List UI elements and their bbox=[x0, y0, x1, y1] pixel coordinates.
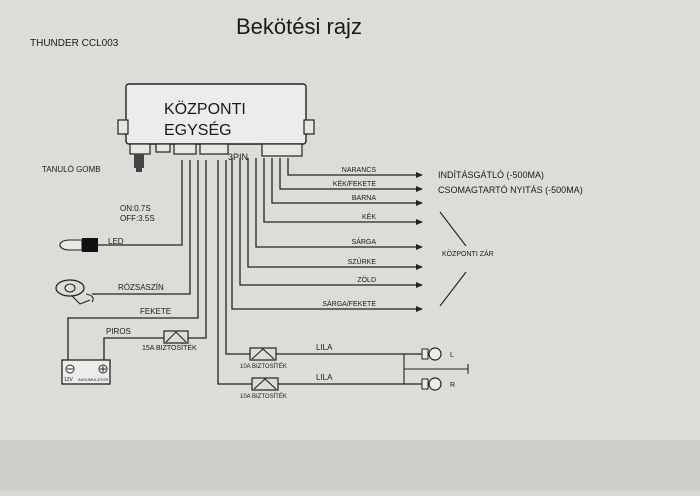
central-unit: KÖZPONTI EGYSÉG 3PIN bbox=[117, 83, 315, 162]
right-wire-0 bbox=[287, 158, 422, 176]
central-lock-bracket: KÖZPONTI ZÁR bbox=[439, 211, 494, 307]
right-wire-2 bbox=[271, 158, 422, 204]
wire-label-kek-fekete: KÉK/FEKETE bbox=[333, 179, 377, 188]
central-lock-label: KÖZPONTI ZÁR bbox=[442, 249, 494, 258]
right-wire-harness: NARANCS KÉK/FEKETE BARNA KÉK SÁRGA SZÜRK… bbox=[231, 158, 423, 312]
wire-label-zold: ZÖLD bbox=[357, 276, 376, 284]
right-wire-5 bbox=[247, 158, 422, 268]
right-wire-1 bbox=[279, 158, 422, 190]
learn-off-time: OFF:3.5S bbox=[120, 214, 155, 223]
wire-label-sarga-fekete: SÁRGA/FEKETE bbox=[322, 299, 376, 308]
paper-lower-shade bbox=[0, 440, 700, 491]
unit-label-line2: EGYSÉG bbox=[164, 120, 232, 139]
right-wire-arrow-4 bbox=[416, 244, 423, 250]
learn-button-label: TANULÓ GOMB bbox=[42, 165, 101, 174]
connector-label: 3PIN bbox=[228, 152, 248, 162]
right-wire-4 bbox=[255, 158, 422, 248]
led-indicator: LED bbox=[59, 160, 183, 252]
battery: 12V AKKUMULÁTOR bbox=[61, 359, 111, 385]
right-wire-arrow-7 bbox=[416, 306, 423, 312]
main-fuse bbox=[163, 330, 189, 344]
power-wire-label: PIROS bbox=[106, 327, 131, 336]
right-wire-arrow-6 bbox=[416, 282, 423, 288]
right-wire-arrow-1 bbox=[416, 186, 423, 192]
power-wiring: FEKETE PIROS 15A BIZTOSÍTÉK bbox=[67, 160, 207, 360]
right-wire-6 bbox=[239, 158, 422, 286]
model-label: THUNDER CCL003 bbox=[30, 38, 119, 49]
right-wire-arrow-2 bbox=[416, 200, 423, 206]
siren-wire-label: RÓZSASZÍN bbox=[118, 283, 164, 292]
left-light-label: L bbox=[450, 352, 454, 359]
lila-fuse-label-2: 10A BIZTOSÍTÉK bbox=[240, 393, 287, 400]
diagram-title: Bekötési rajz bbox=[236, 14, 362, 39]
wire-label-kek: KÉK bbox=[362, 212, 376, 221]
wire-label-szurke: SZÜRKE bbox=[348, 258, 377, 266]
trunk-output-label: CSOMAGTARTÓ NYITÁS (-500MA) bbox=[438, 185, 583, 195]
immobilizer-output-label: INDÍTÁSGÁTLÓ (-500MA) bbox=[438, 170, 544, 180]
led-label: LED bbox=[108, 237, 124, 246]
lila-wire-label-1: LILA bbox=[316, 343, 333, 352]
ground-wire-label: FEKETE bbox=[140, 307, 171, 316]
right-light-label: R bbox=[450, 382, 455, 389]
right-wire-arrow-5 bbox=[416, 264, 423, 270]
right-wire-3 bbox=[263, 158, 422, 223]
learn-on-time: ON:0.7S bbox=[120, 204, 151, 213]
wire-label-sarga: SÁRGA bbox=[351, 237, 376, 246]
lila-fuse-label-1: 10A BIZTOSÍTÉK bbox=[240, 363, 287, 370]
main-fuse-label: 15A BIZTOSÍTÉK bbox=[142, 343, 197, 352]
lights-wiring: LILA 10A BIZTOSÍTÉK LILA 10A BIZTOSÍTÉK … bbox=[217, 160, 469, 400]
lila-wire-label-2: LILA bbox=[316, 373, 333, 382]
right-wire-arrow-3 bbox=[416, 219, 423, 225]
battery-voltage: 12V bbox=[64, 377, 74, 383]
battery-label: AKKUMULÁTOR bbox=[78, 377, 108, 382]
right-wire-7 bbox=[231, 158, 422, 310]
left-light-bulb bbox=[428, 347, 442, 361]
siren: RÓZSASZÍN bbox=[55, 160, 191, 305]
right-light-bulb bbox=[428, 377, 442, 391]
right-wire-arrow-0 bbox=[416, 172, 423, 178]
learn-button: TANULÓ GOMB ON:0.7S OFF:3.5S bbox=[42, 154, 155, 223]
unit-label-line1: KÖZPONTI bbox=[164, 100, 246, 118]
wire-label-barna: BARNA bbox=[352, 195, 376, 202]
wire-label-narancs: NARANCS bbox=[342, 167, 377, 174]
